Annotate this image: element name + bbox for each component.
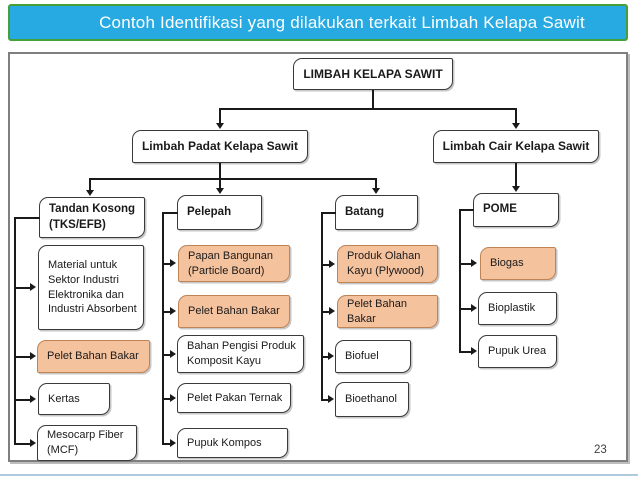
node-pelepah: Pelepah [177,195,262,230]
arrow-right-icon [471,304,477,312]
connector-line [162,263,172,265]
arrow-right-icon [471,259,477,267]
arrow-down-icon [216,123,224,129]
connector-line [162,311,172,313]
arrow-right-icon [170,350,176,358]
arrow-down-icon [216,188,224,194]
connector-line [321,399,330,401]
arrow-right-icon [328,395,334,403]
arrow-right-icon [329,307,335,315]
connector-line [459,209,461,353]
connector-line [321,311,330,313]
connector-line [321,264,330,266]
connector-line [321,212,323,400]
slide-title-bar: Contoh Identifikasi yang dilakukan terka… [8,4,628,41]
node-pupuk-kompos: Pupuk Kompos [177,428,288,458]
slide-title: Contoh Identifikasi yang dilakukan terka… [99,12,585,32]
arrow-down-icon [512,123,520,129]
page-number: 23 [594,444,607,456]
connector-line [162,212,164,444]
node-bioethanol: Bioethanol [335,382,409,417]
arrow-right-icon [30,283,36,291]
connector-line [375,178,377,189]
node-pome: POME [473,193,559,227]
node-material-industri: Material untuk Sektor Industri Elektroni… [38,245,144,330]
connector-line [14,356,30,358]
connector-line [162,398,172,400]
arrow-right-icon [328,352,334,360]
connector-line [162,443,172,445]
node-tandan-kosong: Tandan Kosong (TKS/EFB) [39,197,145,238]
node-batang: Batang [335,195,418,230]
node-pelet-bahan-bakar-tks: Pelet Bahan Bakar [37,340,150,373]
arrow-right-icon [170,259,176,267]
arrow-right-icon [30,352,36,360]
connector-line [459,351,472,353]
connector-line [14,399,30,401]
arrow-right-icon [170,439,176,447]
connector-line [219,163,221,179]
node-pelet-bahan-bakar-pelepah: Pelet Bahan Bakar [178,295,290,328]
node-pelet-pakan-ternak: Pelet Pakan Ternak [177,383,291,413]
node-pelet-bahan-bakar-batang: Pelet Bahan Bakar [337,295,438,328]
connector-line [459,263,472,265]
arrow-right-icon [170,307,176,315]
arrow-down-icon [512,186,520,192]
node-limbah-cair: Limbah Cair Kelapa Sawit [433,130,599,163]
node-papan-bangunan: Papan Bangunan (Particle Board) [178,245,290,282]
node-produk-olahan-kayu: Produk Olahan Kayu (Plywood) [337,245,438,283]
connector-line [219,178,221,189]
node-pupuk-urea: Pupuk Urea [478,335,557,368]
connector-line [219,108,221,124]
connector-line [321,356,330,358]
connector-line [162,354,172,356]
connector-line [219,108,517,110]
connector-line [14,217,40,219]
arrow-right-icon [30,439,36,447]
node-limbah-kelapa-sawit: LIMBAH KELAPA SAWIT [293,58,453,90]
arrow-down-icon [86,190,94,196]
arrow-right-icon [170,394,176,402]
node-bioplastik: Bioplastik [478,292,557,325]
node-limbah-padat: Limbah Padat Kelapa Sawit [132,130,308,163]
connector-line [14,217,16,444]
connector-line [515,108,517,124]
connector-line [162,212,178,214]
connector-line [89,178,91,190]
connector-line [459,209,474,211]
node-biogas: Biogas [480,247,556,280]
node-bahan-pengisi: Bahan Pengisi Produk Komposit Kayu [177,335,304,373]
node-mesocarp-fiber: Mesocarp Fiber (MCF) [37,425,137,461]
arrow-right-icon [329,260,335,268]
node-biofuel: Biofuel [335,340,411,373]
connector-line [321,212,336,214]
connector-line [515,163,517,187]
arrow-right-icon [471,347,477,355]
arrow-down-icon [372,188,380,194]
connector-line [89,178,377,180]
connector-line [14,287,30,289]
connector-line [459,308,472,310]
connector-line [372,90,374,109]
arrow-right-icon [30,395,36,403]
node-kertas: Kertas [38,383,110,415]
connector-line [14,443,30,445]
footer-rule [0,474,638,476]
